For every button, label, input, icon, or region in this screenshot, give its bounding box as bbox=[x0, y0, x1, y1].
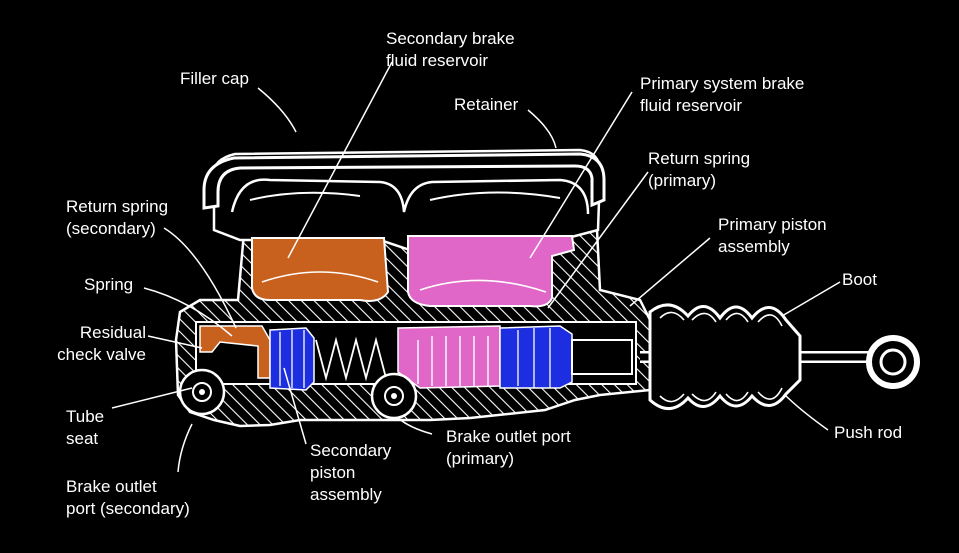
label-return-spring-primary: Return spring (primary) bbox=[648, 149, 751, 190]
label-spring: Spring bbox=[84, 275, 134, 294]
brake-outlet-port-primary bbox=[370, 372, 418, 420]
label-primary-reservoir: Primary system brake fluid reservoir bbox=[640, 74, 805, 115]
reservoir-diaphragm bbox=[230, 178, 590, 215]
label-brake-outlet-primary: Brake outlet port (primary) bbox=[446, 427, 571, 468]
label-retainer: Retainer bbox=[454, 95, 519, 114]
secondary-return-spring bbox=[315, 336, 387, 382]
leader-lines bbox=[111, 61, 841, 473]
boot bbox=[648, 303, 802, 410]
label-brake-outlet-secondary: Brake outlet port (secondary) bbox=[66, 477, 190, 518]
label-primary-piston: Primary piston assembly bbox=[718, 215, 827, 256]
push-rod-eye bbox=[866, 335, 920, 389]
filler-cap bbox=[202, 152, 606, 210]
brake-outlet-port-secondary bbox=[178, 368, 226, 416]
label-residual-check-valve: Residual check valve bbox=[57, 323, 146, 364]
residual-check-valve bbox=[199, 325, 271, 379]
label-return-spring-secondary: Return spring (secondary) bbox=[66, 197, 169, 238]
label-secondary-piston: Secondary piston assembly bbox=[310, 441, 392, 504]
primary-piston-icon bbox=[499, 325, 573, 389]
label-tube-seat: Tube seat bbox=[66, 407, 105, 448]
secondary-fluid bbox=[251, 237, 390, 302]
label-secondary-reservoir: Secondary brake fluid reservoir bbox=[386, 29, 515, 70]
primary-return-spring bbox=[397, 325, 501, 389]
label-filler-cap: Filler cap bbox=[180, 69, 249, 88]
primary-fluid bbox=[407, 235, 576, 308]
label-push-rod: Push rod bbox=[834, 423, 903, 442]
label-boot: Boot bbox=[842, 270, 877, 289]
